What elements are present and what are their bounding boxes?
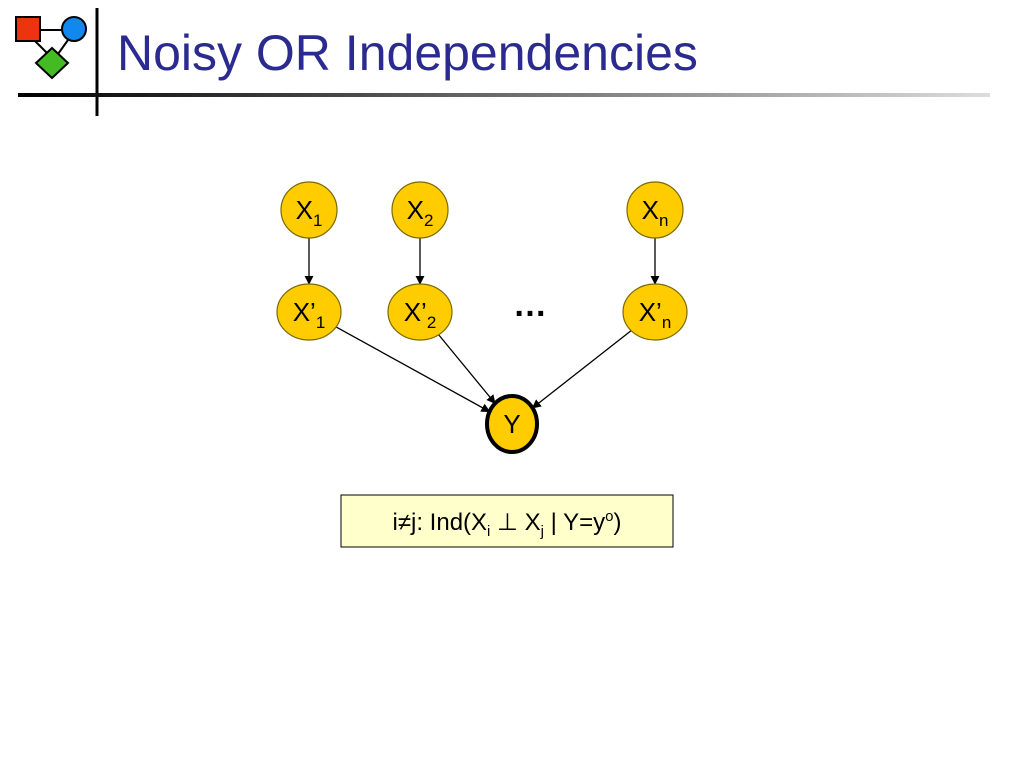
formula-prefix: i≠j: Ind(X — [393, 509, 488, 536]
node-label-base: X’ — [639, 297, 662, 327]
node-label-subscript: 1 — [316, 313, 325, 332]
node-label-subscript: n — [662, 313, 671, 332]
node-label-base: X’ — [293, 297, 316, 327]
node-label-Xn: Xn — [642, 195, 669, 230]
node-shape-X1 — [280, 181, 338, 239]
node-label-Xpn: X’n — [639, 297, 672, 332]
formula-middle: | Y=y — [544, 509, 605, 536]
node-label-base: X’ — [404, 297, 427, 327]
node-label-Xp2: X’2 — [404, 297, 437, 332]
edge-Xp1-Y — [335, 326, 491, 413]
logo-green-diamond — [34, 46, 70, 80]
logo-red-square — [15, 16, 41, 42]
node-shape-Xn — [626, 181, 684, 239]
logo-blue-circle — [61, 16, 87, 42]
formula-text: i≠j: Ind(Xi ⊥ Xj | Y=yo) — [393, 508, 622, 540]
formula-sub-i: i — [487, 523, 490, 540]
formula-perp: ⊥ X — [490, 509, 540, 536]
node-label-subscript: n — [659, 211, 668, 230]
title-horizontal-rule — [18, 93, 990, 97]
node-label-Y: Y — [503, 409, 520, 439]
node-label-subscript: 1 — [313, 211, 322, 230]
logo-icon — [15, 16, 87, 80]
node-label-X2: X2 — [407, 195, 434, 230]
formula-sub-j: j — [540, 523, 544, 540]
node-Xn: Xn — [626, 181, 684, 239]
formula-box: i≠j: Ind(Xi ⊥ Xj | Y=yo) — [340, 494, 674, 548]
ellipsis-label: … — [513, 286, 547, 324]
formula-suffix: ) — [614, 509, 622, 536]
node-shape-Xp1 — [276, 283, 342, 341]
node-X1: X1 — [280, 181, 338, 239]
node-Y: Y — [485, 394, 539, 454]
node-label-base: X — [407, 195, 424, 225]
node-label-X1: X1 — [296, 195, 323, 230]
node-shape-Xp2 — [387, 283, 453, 341]
node-shape-Y — [485, 394, 539, 454]
node-label-Xp1: X’1 — [293, 297, 326, 332]
edges-layer — [304, 238, 660, 413]
edge-Xpn-Y — [531, 330, 632, 409]
node-label-base: X — [296, 195, 313, 225]
page-title: Noisy OR Independencies — [117, 25, 698, 81]
node-Xpn: X’n — [622, 283, 688, 341]
formula-sup: o — [605, 508, 613, 525]
node-shape-Xpn — [622, 283, 688, 341]
node-X2: X2 — [391, 181, 449, 239]
node-label-base: Y — [503, 409, 520, 439]
node-label-subscript: 2 — [424, 211, 433, 230]
edge-Xp2-Y — [438, 334, 496, 405]
node-label-subscript: 2 — [427, 313, 436, 332]
node-Xp1: X’1 — [276, 283, 342, 341]
node-Xp2: X’2 — [387, 283, 453, 341]
node-shape-X2 — [391, 181, 449, 239]
node-label-base: X — [642, 195, 659, 225]
